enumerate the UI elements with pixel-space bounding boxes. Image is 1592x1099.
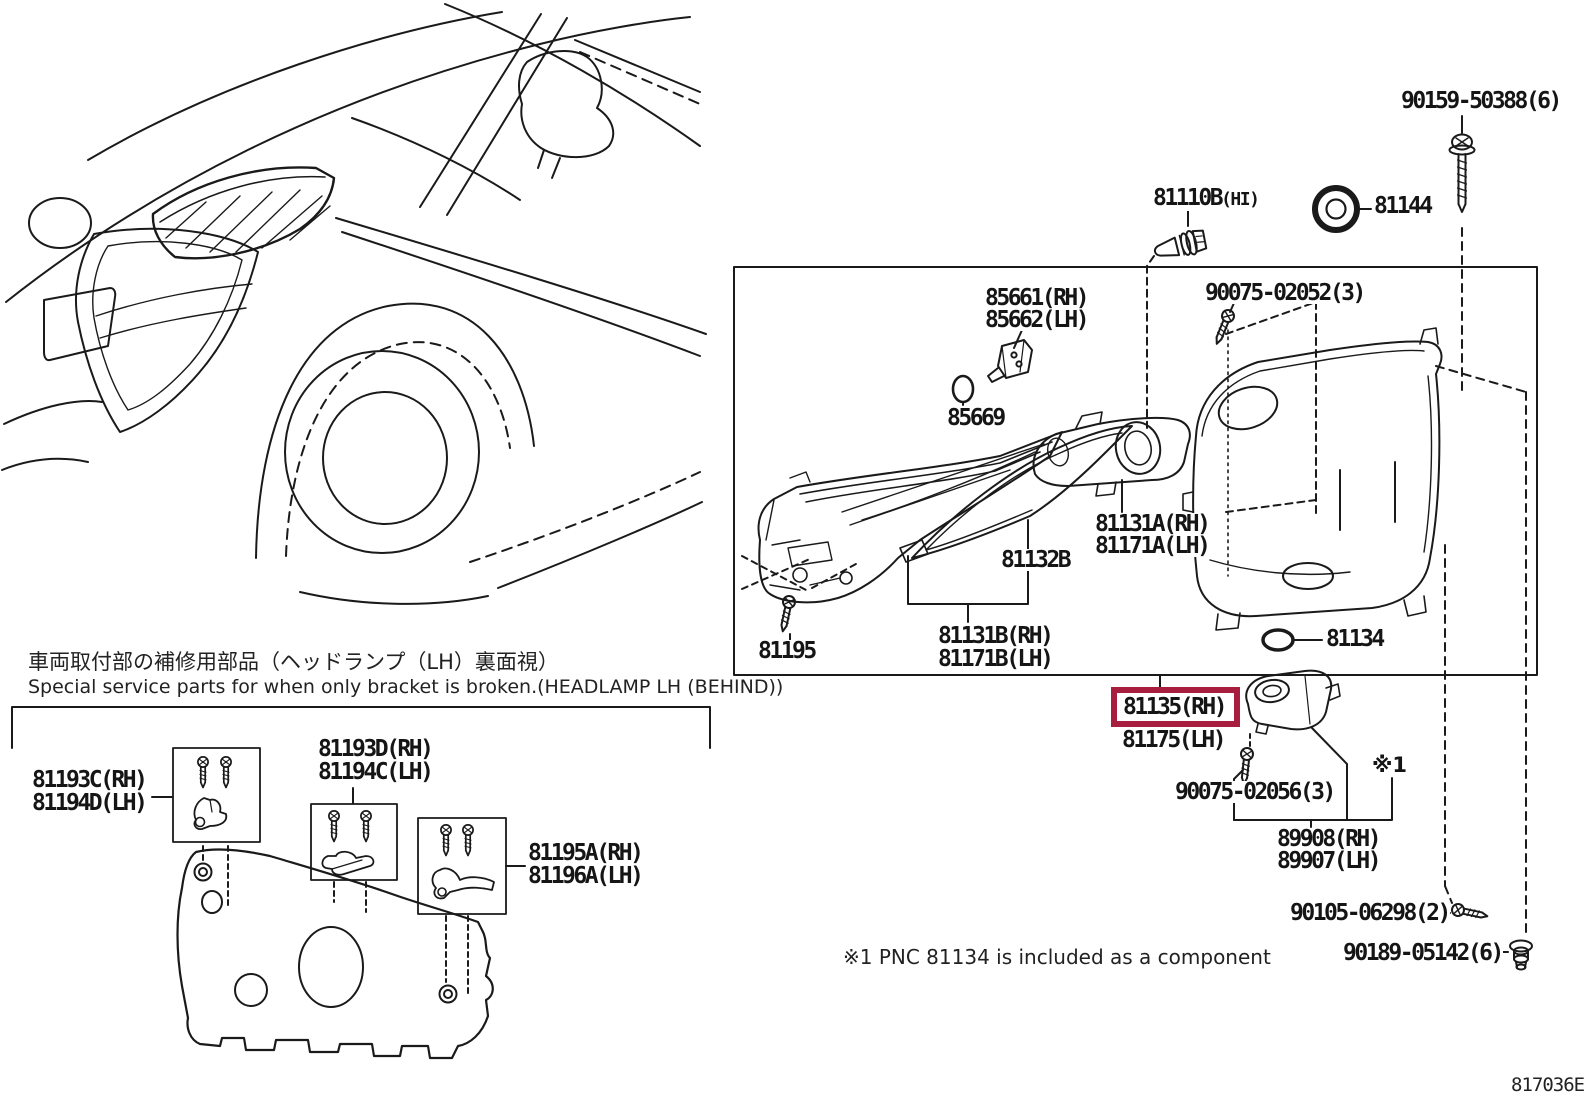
part-label-81132B[interactable]: 81132B — [1000, 547, 1072, 573]
inset-dashed-leaders — [202, 845, 469, 995]
part-label-81193C[interactable]: 81193C(RH) — [31, 767, 148, 793]
part-label-81175[interactable]: 81175(LH) — [1121, 727, 1227, 753]
dashed-leaders-right — [1435, 365, 1527, 937]
part-label-81131A[interactable]: 81131A(RH) — [1094, 511, 1211, 537]
part-label-81144[interactable]: 81144 — [1373, 193, 1433, 219]
screw-icon-90075-02056 — [1236, 733, 1255, 786]
part-label-90159-50388[interactable]: 90159-50388(6) — [1400, 88, 1562, 114]
section-bracket — [11, 706, 711, 749]
front-wheel — [284, 350, 480, 554]
screw-icon-81195 — [741, 555, 857, 641]
part-label-81193D[interactable]: 81193D(RH) — [317, 736, 434, 762]
part-label-81171B[interactable]: 81171B(LH) — [937, 646, 1054, 672]
part-label-85662[interactable]: 85662(LH) — [984, 307, 1090, 333]
inset-box-81193C — [151, 747, 261, 843]
highlighted-part-box-81135[interactable]: 81135(RH) — [1111, 687, 1240, 727]
service-note-japanese: 車両取付部の補修用部品（ヘッドランプ（LH）裏面視） — [28, 650, 559, 674]
part-label-90075-02052[interactable]: 90075-02052(3) — [1204, 280, 1366, 306]
headlamp-unit-drawing — [757, 431, 1063, 604]
sensor-icon-85661 — [987, 329, 1033, 383]
dashed-mounting-outline — [1225, 301, 1396, 531]
car-front-sketch — [1, 3, 707, 605]
leader-89908-group — [1233, 727, 1393, 828]
page-code: 817036E — [1511, 1074, 1585, 1096]
ring-icon-85669 — [951, 374, 975, 407]
inset-box-81193D — [310, 787, 398, 881]
cap-icon-81144 — [1312, 185, 1372, 233]
part-label-89907[interactable]: 89907(LH) — [1276, 848, 1382, 874]
part-label-90105-06298[interactable]: 90105-06298(2) — [1289, 900, 1451, 926]
part-label-81110B[interactable]: 81110B(HI) — [1152, 185, 1260, 211]
part-label-81195A[interactable]: 81195A(RH) — [527, 840, 644, 866]
headlamp-cover-drawing — [911, 425, 1133, 559]
main-parts-box — [733, 266, 1538, 676]
ring-icon-81134 — [1261, 628, 1323, 652]
screw-icon-90075-02052 — [1210, 302, 1237, 577]
bracket-housing-drawing — [176, 848, 494, 1060]
part-label-85661[interactable]: 85661(RH) — [984, 285, 1090, 311]
part-label-81194C[interactable]: 81194C(LH) — [317, 759, 434, 785]
part-label-81196A[interactable]: 81196A(LH) — [527, 863, 644, 889]
part-label-81134[interactable]: 81134 — [1325, 626, 1385, 652]
bulb-icon-81110B — [1146, 207, 1208, 429]
screw-icon-90159 — [1448, 115, 1476, 391]
part-label-81195[interactable]: 81195 — [757, 638, 817, 664]
part-label-81131B[interactable]: 81131B(RH) — [937, 623, 1054, 649]
footnote-text: ※1 PNC 81134 is included as a component — [843, 945, 1271, 969]
housing-panel-drawing — [1182, 327, 1443, 631]
spindle-grille — [75, 227, 259, 433]
part-label-90189-05142[interactable]: 90189-05142(6) — [1342, 940, 1504, 966]
car-headlamp-highlight — [151, 166, 336, 260]
part-label-89908[interactable]: 89908(RH) — [1276, 826, 1382, 852]
leveling-motor-icon-89908 — [1245, 669, 1341, 735]
part-label-81135: 81135(RH) — [1123, 694, 1228, 720]
ref-marker-1: ※1 — [1372, 753, 1408, 777]
part-label-81194D[interactable]: 81194D(LH) — [31, 790, 148, 816]
part-label-90075-02056[interactable]: 90075-02056(3) — [1174, 779, 1336, 805]
service-note-english: Special service parts for when only brac… — [28, 676, 784, 698]
part-label-85669[interactable]: 85669 — [946, 405, 1006, 431]
part-label-81171A[interactable]: 81171A(LH) — [1094, 533, 1211, 559]
inset-box-81195A — [417, 817, 526, 915]
headlamp-body-drawing — [1032, 411, 1191, 513]
